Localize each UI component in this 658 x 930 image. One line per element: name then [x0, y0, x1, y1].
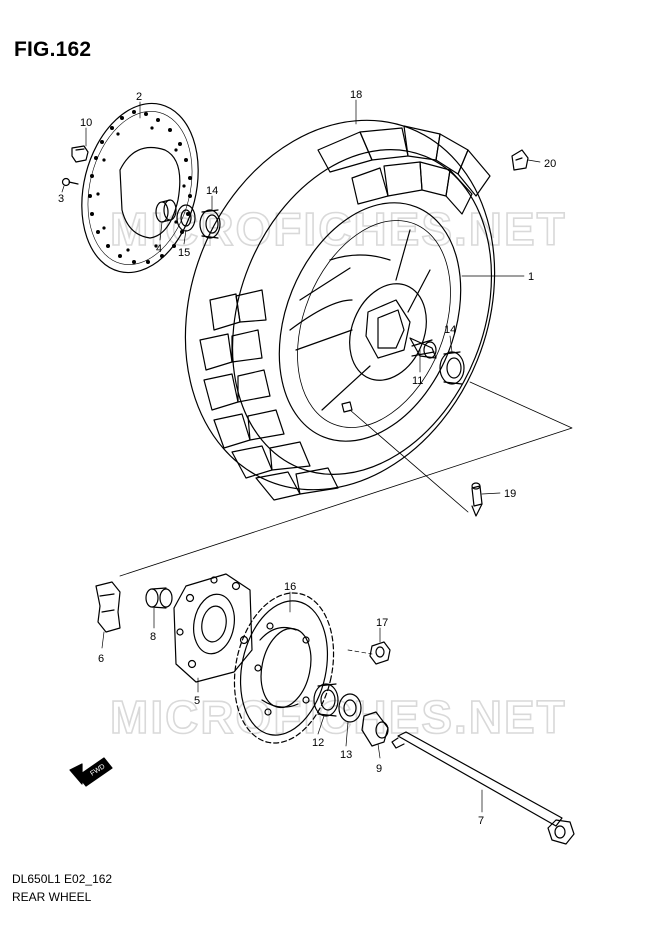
callout-12: 12 [312, 737, 324, 749]
balance-weight [511, 149, 529, 171]
sprocket-nut [347, 641, 391, 665]
figure-title: FIG.162 [14, 38, 92, 61]
callout-18: 18 [350, 89, 362, 101]
callout-17: 17 [376, 617, 388, 629]
callout-19: 19 [504, 488, 516, 500]
callout-13: 13 [340, 749, 352, 761]
callout-16: 16 [284, 581, 296, 593]
callout-1: 1 [528, 271, 534, 283]
callout-6: 6 [98, 653, 104, 665]
assembly-guide-lines [119, 381, 573, 577]
wheel-rim [278, 202, 462, 442]
callout-5: 5 [194, 695, 200, 707]
drum-oil-seal [338, 693, 362, 723]
drum-bearing [313, 683, 339, 717]
sprocket-collar [145, 587, 173, 609]
callout-20: 20 [544, 158, 556, 170]
tire-valve [471, 482, 483, 517]
sprocket-mounting-drum [173, 573, 253, 683]
hub-spacer [411, 339, 435, 357]
rear-sprocket [233, 592, 335, 744]
diagram-caption: REAR WHEEL [12, 890, 92, 904]
callout-14-upper: 14 [206, 185, 218, 197]
diagram-code: DL650L1 E02_162 [12, 872, 113, 886]
callout-4: 4 [156, 243, 162, 255]
disc-bolt [71, 145, 89, 163]
forward-direction-arrow: FWD [69, 757, 113, 787]
callout-9: 9 [376, 763, 382, 775]
callout-3: 3 [58, 193, 64, 205]
disc-collar [155, 199, 177, 223]
callout-15: 15 [178, 247, 190, 259]
wheel-hub [349, 283, 437, 381]
wheel-bearing-right [439, 351, 465, 385]
wheel-bearing-left [199, 209, 221, 239]
brake-disc [81, 102, 199, 274]
rear-axle [391, 731, 575, 845]
callout-11: 11 [412, 375, 423, 387]
axle-spacer [361, 711, 389, 747]
callout-14-lower: 14 [444, 324, 456, 336]
leader-lines [61, 99, 541, 813]
rear-tire [184, 119, 496, 501]
callout-labels: 2 10 3 4 15 14 18 1 20 14 11 19 16 17 8 … [58, 89, 556, 827]
valve-hole [341, 401, 353, 413]
callout-7: 7 [478, 815, 484, 827]
cush-drive-damper [95, 581, 121, 633]
callout-8: 8 [150, 631, 156, 643]
small-screw [61, 177, 79, 187]
callout-2: 2 [136, 91, 142, 103]
callout-10: 10 [80, 117, 92, 129]
